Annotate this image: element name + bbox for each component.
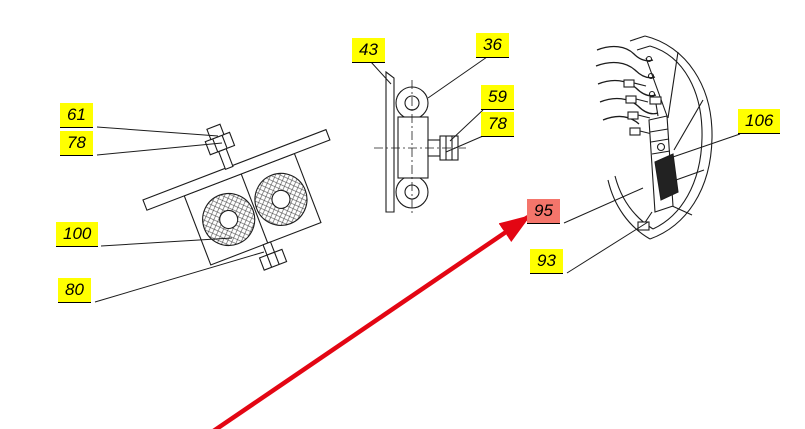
part-label-78-left[interactable]: 78 [60,131,93,156]
part-label-100[interactable]: 100 [56,222,99,247]
pipe-clamp-front-view-drawing [142,123,331,271]
part-label-80[interactable]: 80 [58,278,91,303]
part-label-106[interactable]: 106 [738,109,781,134]
part-label-36[interactable]: 36 [476,33,509,58]
pointer-arrow [212,214,531,429]
pipe-clamp-side-view-drawing [374,70,466,214]
part-label-43[interactable]: 43 [352,38,385,63]
leader-lines [94,56,741,303]
part-label-61[interactable]: 61 [60,103,93,128]
part-label-93[interactable]: 93 [530,249,563,274]
part-label-78-mid[interactable]: 78 [481,112,514,137]
part-label-59[interactable]: 59 [481,85,514,110]
rotor-disc-assembly-drawing [595,35,713,240]
part-label-95-highlighted[interactable]: 95 [527,199,560,224]
